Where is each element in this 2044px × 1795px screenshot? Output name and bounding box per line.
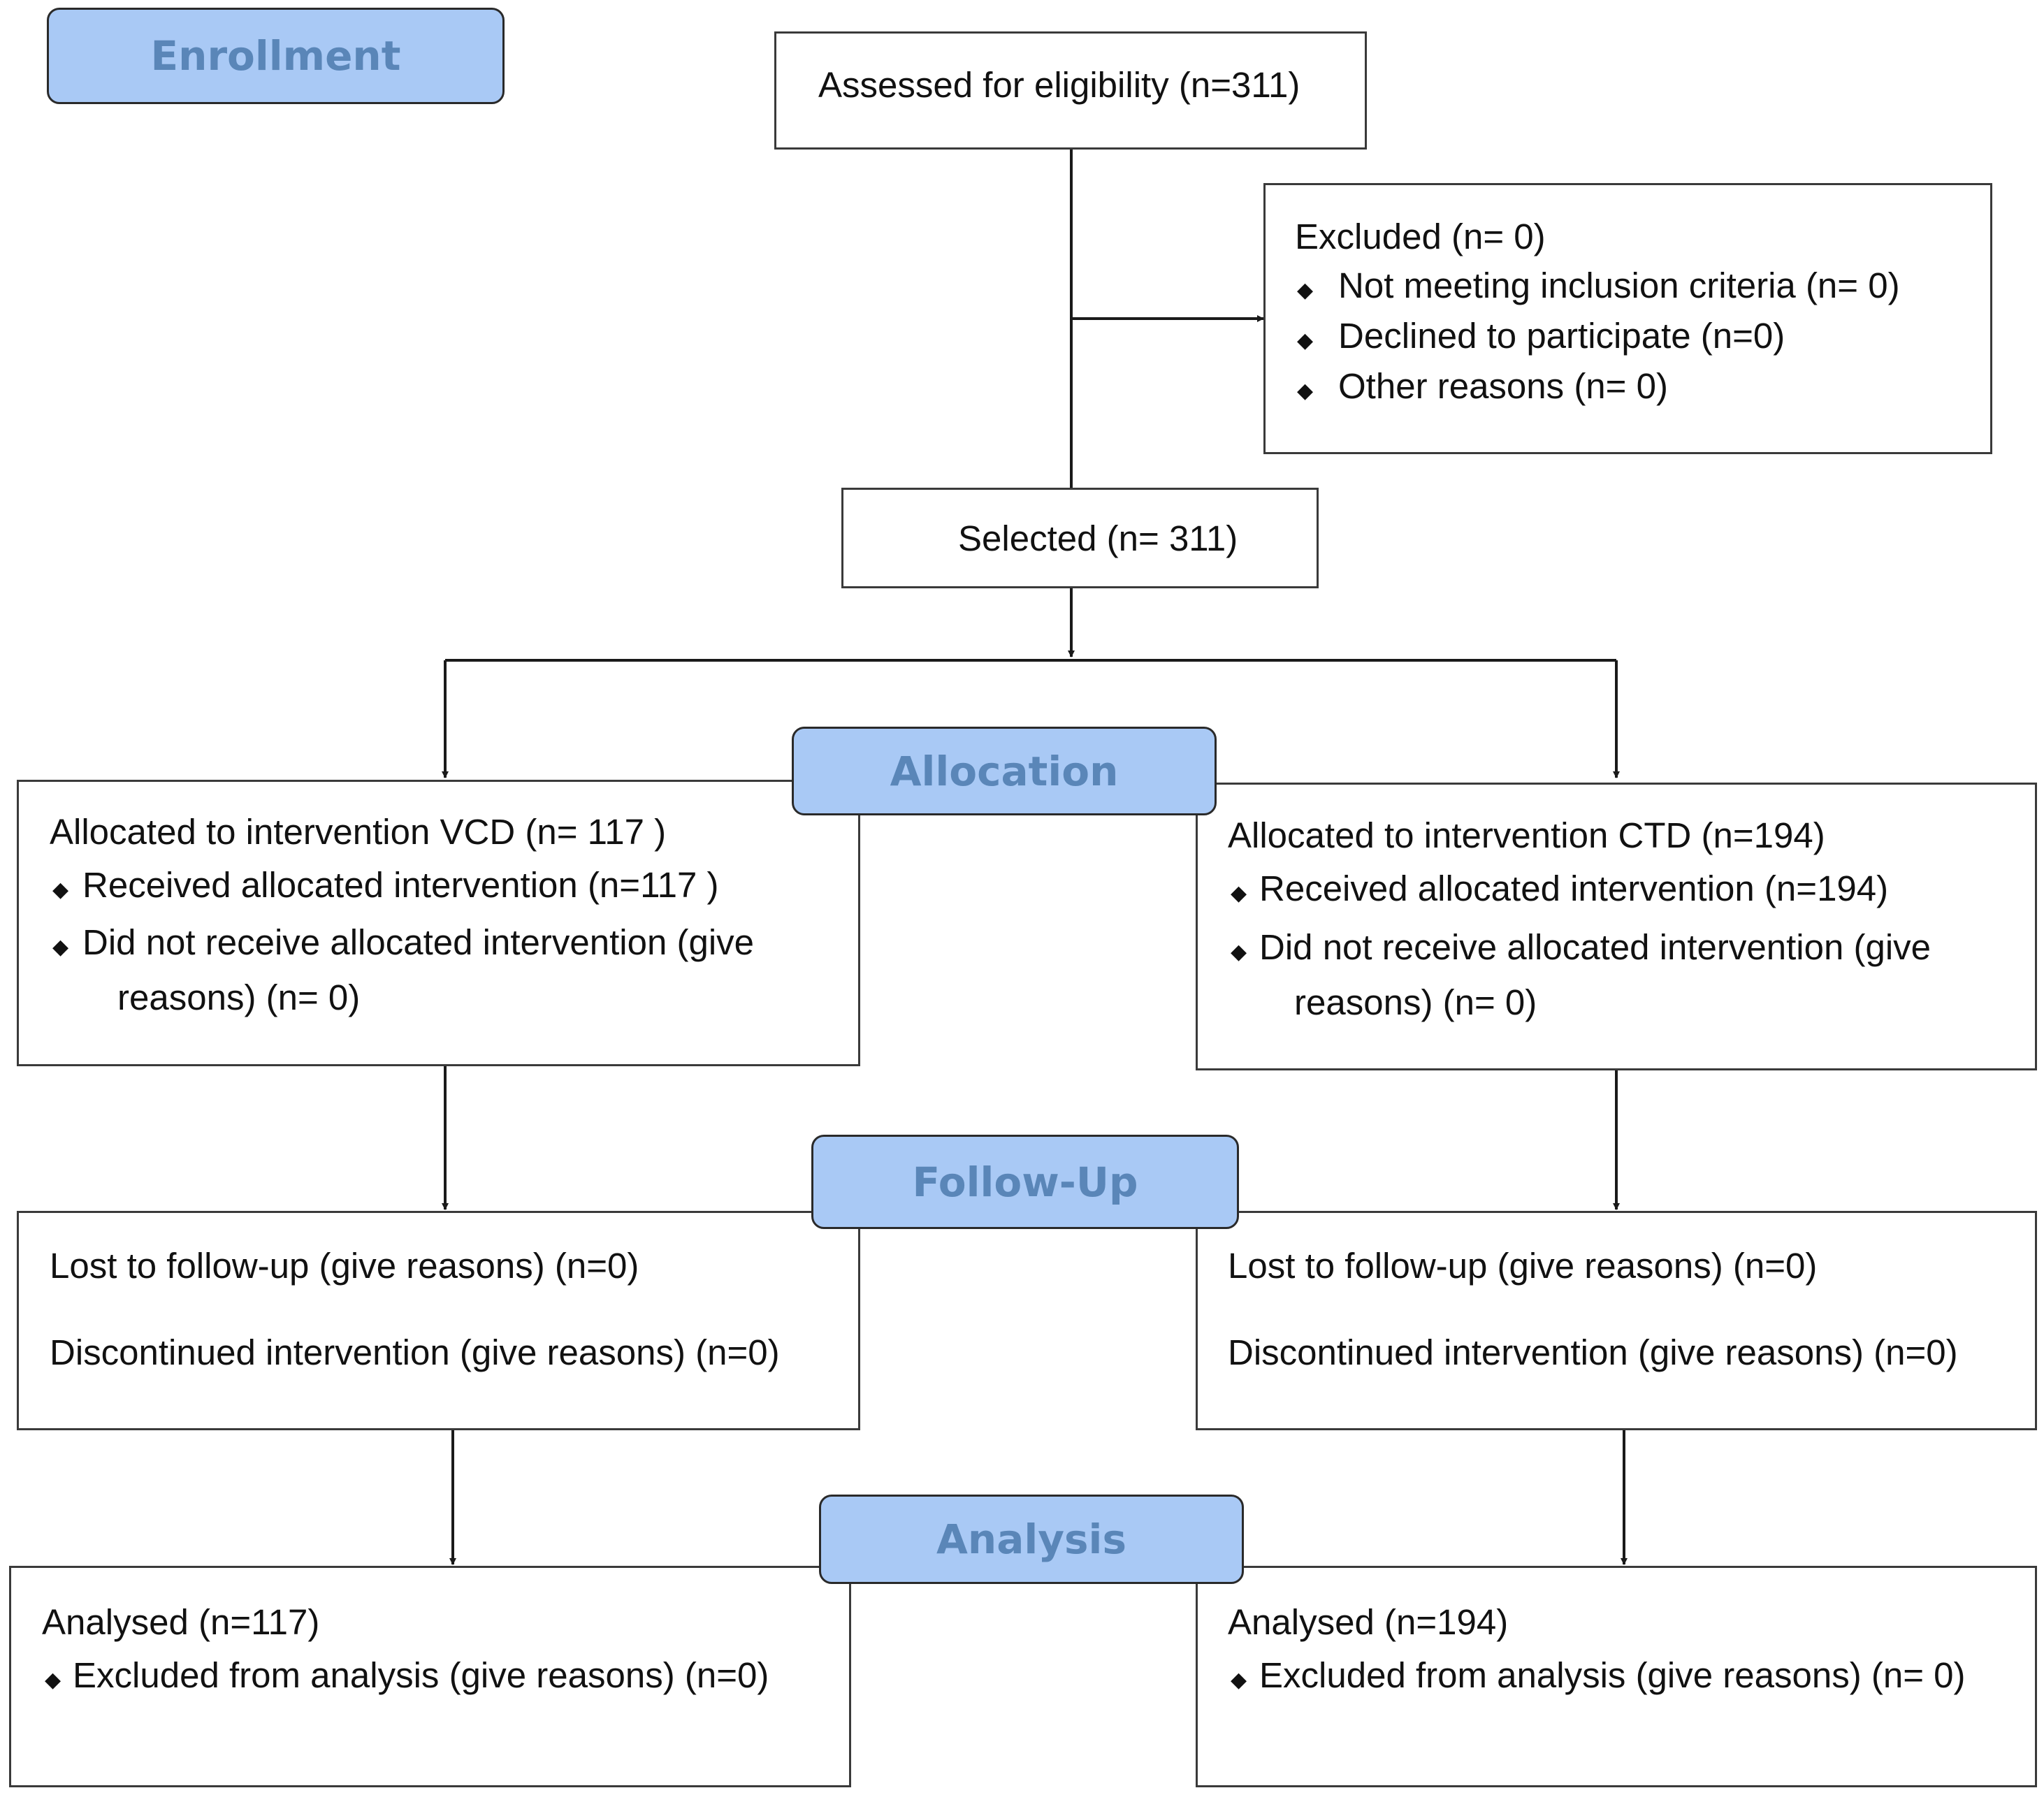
- bullet-icon: ◆: [52, 878, 69, 901]
- allocation-right-not-received-cont: reasons) (n= 0): [1294, 982, 1537, 1022]
- bullet-icon: ◆: [1297, 379, 1314, 402]
- selected-text: Selected (n= 311): [958, 518, 1238, 558]
- excluded-item: Not meeting inclusion criteria (n= 0): [1338, 266, 1900, 305]
- bullet-icon: ◆: [45, 1669, 61, 1692]
- bullet-icon: ◆: [1231, 1669, 1247, 1692]
- stage-enrollment: Enrollment: [47, 8, 505, 104]
- selected-box: Selected (n= 311): [841, 488, 1319, 588]
- analysis-right-box: Analysed (n=194) ◆ Excluded from analysi…: [1196, 1566, 2037, 1787]
- bullet-icon: ◆: [1231, 882, 1247, 905]
- excluded-item: Other reasons (n= 0): [1338, 366, 1668, 406]
- followup-right-lost: Lost to follow-up (give reasons) (n=0): [1228, 1246, 1818, 1286]
- assessed-text: Assessed for eligibility (n=311): [818, 65, 1300, 105]
- allocation-right-not-received: Did not receive allocated intervention (…: [1259, 927, 1931, 967]
- allocation-left-box: Allocated to intervention VCD (n= 117 ) …: [17, 780, 860, 1066]
- excluded-title: Excluded (n= 0): [1295, 217, 1546, 256]
- allocation-left-title: Allocated to intervention VCD (n= 117 ): [50, 812, 667, 852]
- allocation-right-received: Received allocated intervention (n=194): [1259, 869, 1889, 908]
- followup-left-box: Lost to follow-up (give reasons) (n=0) D…: [17, 1211, 860, 1430]
- analysis-right-analysed: Analysed (n=194): [1228, 1602, 1509, 1642]
- allocation-left-not-received: Did not receive allocated intervention (…: [82, 922, 755, 962]
- bullet-icon: ◆: [1297, 329, 1314, 352]
- analysis-left-box: Analysed (n=117) ◆ Excluded from analysi…: [9, 1566, 851, 1787]
- allocation-right-box: Allocated to intervention CTD (n=194) ◆ …: [1196, 783, 2037, 1070]
- allocation-left-not-received-cont: reasons) (n= 0): [117, 978, 361, 1017]
- followup-right-box: Lost to follow-up (give reasons) (n=0) D…: [1196, 1211, 2037, 1430]
- followup-left-lost: Lost to follow-up (give reasons) (n=0): [50, 1246, 639, 1286]
- allocation-left-received: Received allocated intervention (n=117 ): [82, 865, 719, 905]
- bullet-icon: ◆: [52, 936, 69, 959]
- stage-allocation: Allocation: [792, 727, 1217, 815]
- analysis-left-analysed: Analysed (n=117): [42, 1602, 320, 1642]
- bullet-icon: ◆: [1231, 940, 1247, 964]
- analysis-right-excluded: Excluded from analysis (give reasons) (n…: [1259, 1655, 1966, 1695]
- analysis-left-excluded: Excluded from analysis (give reasons) (n…: [73, 1655, 769, 1695]
- stage-follow-up: Follow-Up: [811, 1135, 1239, 1229]
- stage-analysis: Analysis: [819, 1495, 1244, 1584]
- assessed-box: Assessed for eligibility (n=311): [774, 31, 1367, 150]
- followup-left-discontinued: Discontinued intervention (give reasons)…: [50, 1332, 780, 1372]
- followup-right-discontinued: Discontinued intervention (give reasons)…: [1228, 1332, 1958, 1372]
- bullet-icon: ◆: [1297, 279, 1314, 302]
- allocation-right-title: Allocated to intervention CTD (n=194): [1228, 815, 1825, 855]
- excluded-box: Excluded (n= 0) ◆ Not meeting inclusion …: [1263, 183, 1992, 454]
- excluded-item: Declined to participate (n=0): [1338, 316, 1785, 356]
